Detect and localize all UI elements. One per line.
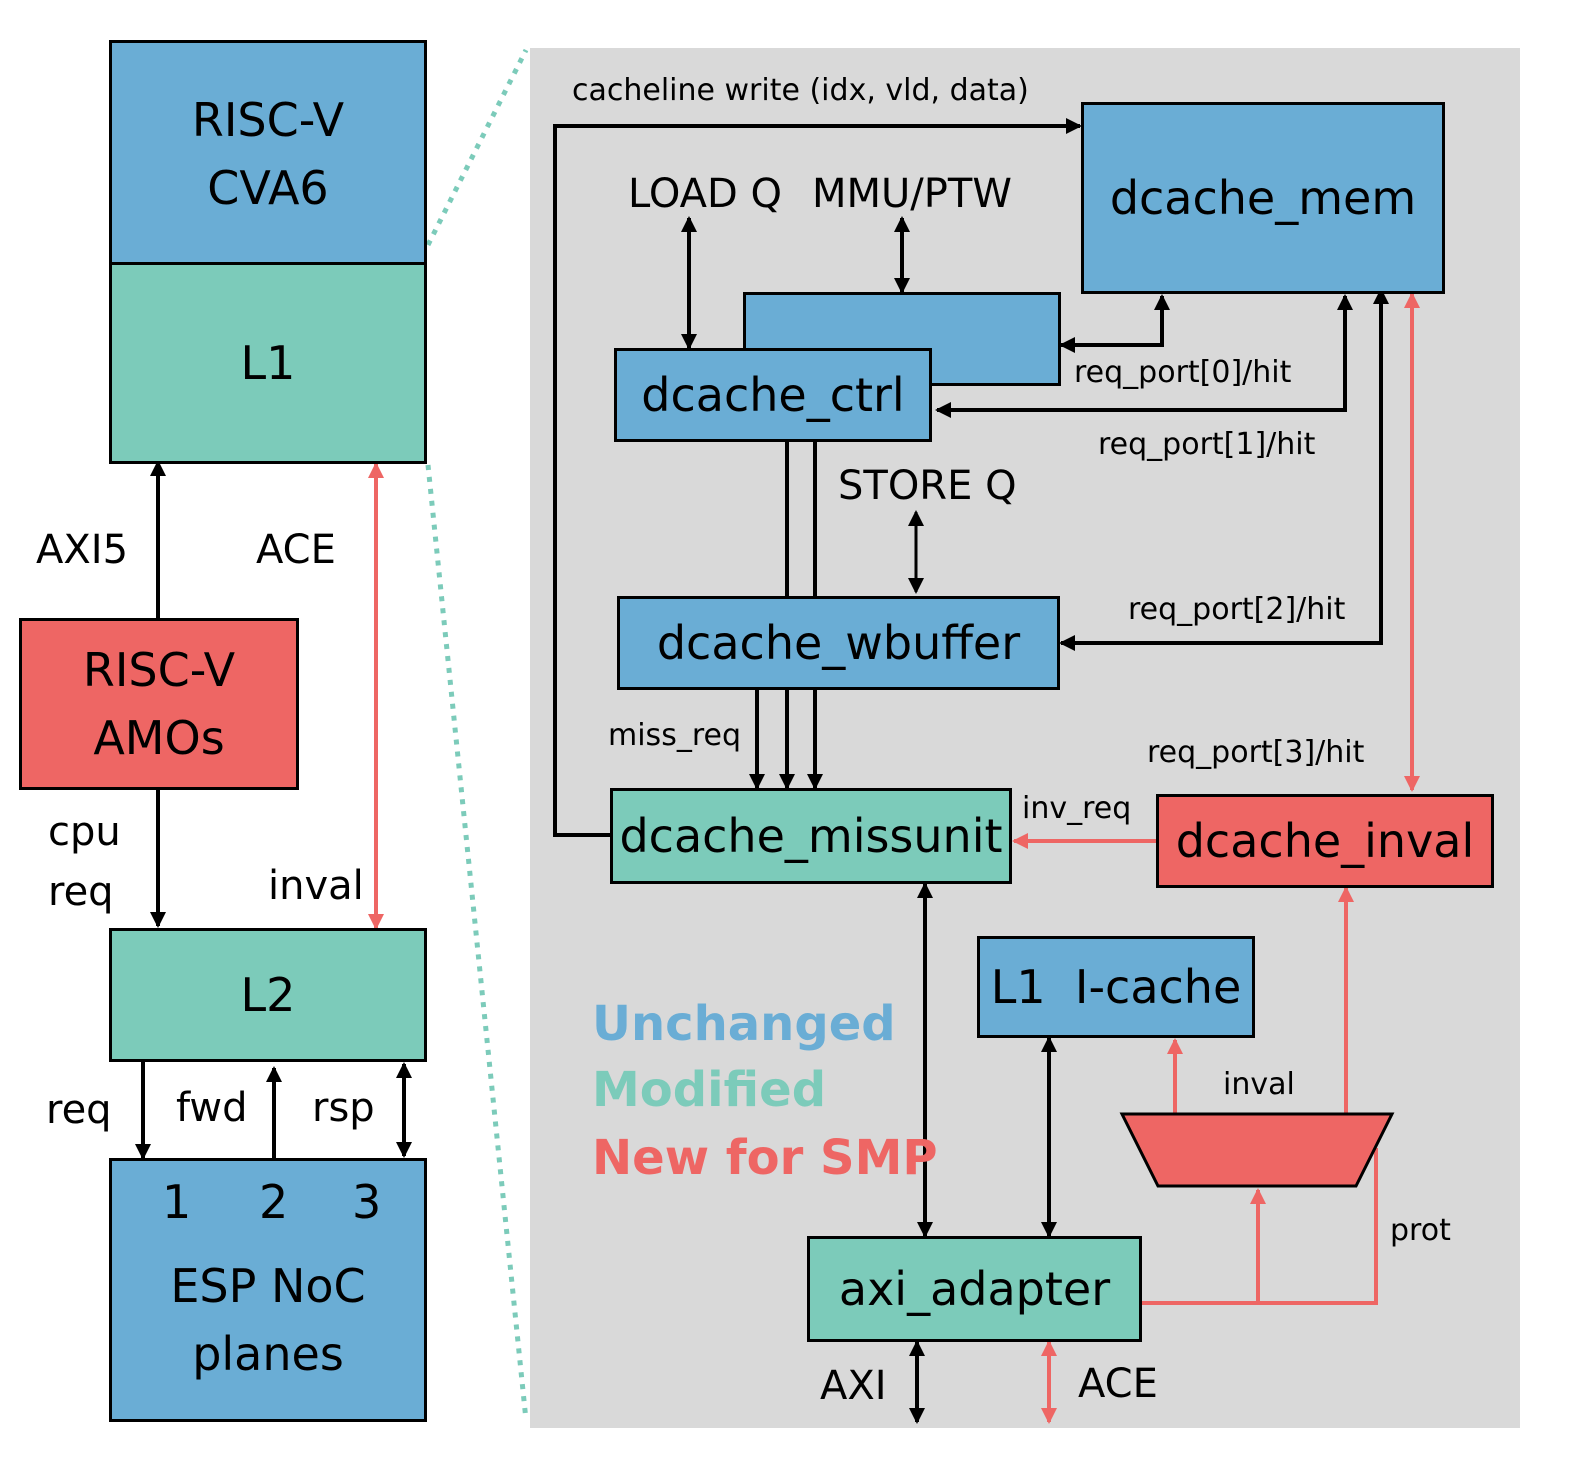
l1-label: L1 [240, 336, 296, 390]
noc-fwd-label: fwd [176, 1085, 248, 1131]
noc-rsp-label: rsp [312, 1085, 375, 1131]
ace-label: ACE [256, 527, 336, 573]
dcache-wbuffer: dcache_wbuffer [617, 596, 1060, 690]
cacheline-write-label: cacheline write (idx, vld, data) [572, 73, 1029, 108]
dcache-missunit-label: dcache_missunit [619, 809, 1003, 863]
risc-v-cva6-core: RISC-V CVA6 [109, 40, 427, 264]
axi-to-mux-path [1142, 1148, 1378, 1305]
core-title-line1: RISC-V [191, 92, 345, 147]
noc-title-line2: planes [192, 1327, 344, 1381]
req-port0-label: req_port[0]/hit [1074, 355, 1292, 390]
miss-req-label: miss_req [608, 718, 741, 753]
load-q-label: LOAD Q [628, 171, 783, 217]
req-port2-arrow [1059, 288, 1389, 651]
dcache-ctrl-label: dcache_ctrl [641, 368, 905, 422]
inv-req-label: inv_req [1022, 791, 1132, 826]
dcache-wbuffer-label: dcache_wbuffer [656, 616, 1021, 670]
axi5-label: AXI5 [36, 527, 129, 573]
l2-cache: L2 [109, 928, 427, 1062]
dcache-mem: dcache_mem [1081, 102, 1445, 294]
dcache-ctrl: dcache_ctrl [614, 348, 932, 442]
l1-cache: L1 [109, 262, 427, 464]
legend-new-for-smp: New for SMP [592, 1130, 938, 1186]
core-title-line2: CVA6 [207, 160, 329, 215]
axi-adapter: axi_adapter [807, 1236, 1142, 1342]
dcache-inval: dcache_inval [1156, 794, 1494, 888]
legend-modified: Modified [592, 1062, 827, 1118]
inval-label: inval [268, 863, 364, 909]
mux-inval-label: inval [1223, 1067, 1295, 1102]
plane-number-2: 2 [259, 1175, 289, 1229]
l1-icache: L1 I-cache [977, 936, 1255, 1038]
cpu-label: cpu [48, 809, 121, 855]
noc-req-label: req [46, 1087, 112, 1133]
zoom-line-top [425, 48, 529, 247]
esp-noc-planes: ESP NoC planes [109, 1158, 427, 1422]
dcache-mem-label: dcache_mem [1109, 171, 1417, 225]
cacheline-write-arrow [553, 118, 1082, 837]
req-port2-label: req_port[2]/hit [1128, 592, 1346, 627]
plane-number-1: 1 [162, 1175, 192, 1229]
req-port3-label: req_port[3]/hit [1147, 735, 1365, 770]
zoom-line-bottom [425, 464, 529, 1421]
prot-label: prot [1390, 1213, 1451, 1248]
dcache-missunit: dcache_missunit [610, 788, 1012, 884]
req-port1-label: req_port[1]/hit [1098, 427, 1316, 462]
amo-title-line1: RISC-V [82, 643, 236, 697]
req-label: req [48, 869, 114, 915]
risc-v-amos: RISC-V AMOs [19, 618, 299, 790]
inval-mux [1119, 1112, 1395, 1188]
amo-title-line2: AMOs [93, 711, 225, 765]
store-q-label: STORE Q [838, 463, 1017, 509]
ace-out-label: ACE [1078, 1361, 1158, 1407]
axi-out-label: AXI [820, 1363, 887, 1409]
l2-label: L2 [240, 968, 296, 1022]
axi-adapter-label: axi_adapter [838, 1262, 1111, 1316]
plane-number-3: 3 [352, 1175, 382, 1229]
l1-icache-label: L1 I-cache [990, 960, 1242, 1014]
legend-unchanged: Unchanged [592, 996, 896, 1052]
dcache-inval-label: dcache_inval [1175, 814, 1475, 868]
mmu-ptw-label: MMU/PTW [812, 171, 1012, 217]
noc-title-line1: ESP NoC [170, 1259, 366, 1313]
